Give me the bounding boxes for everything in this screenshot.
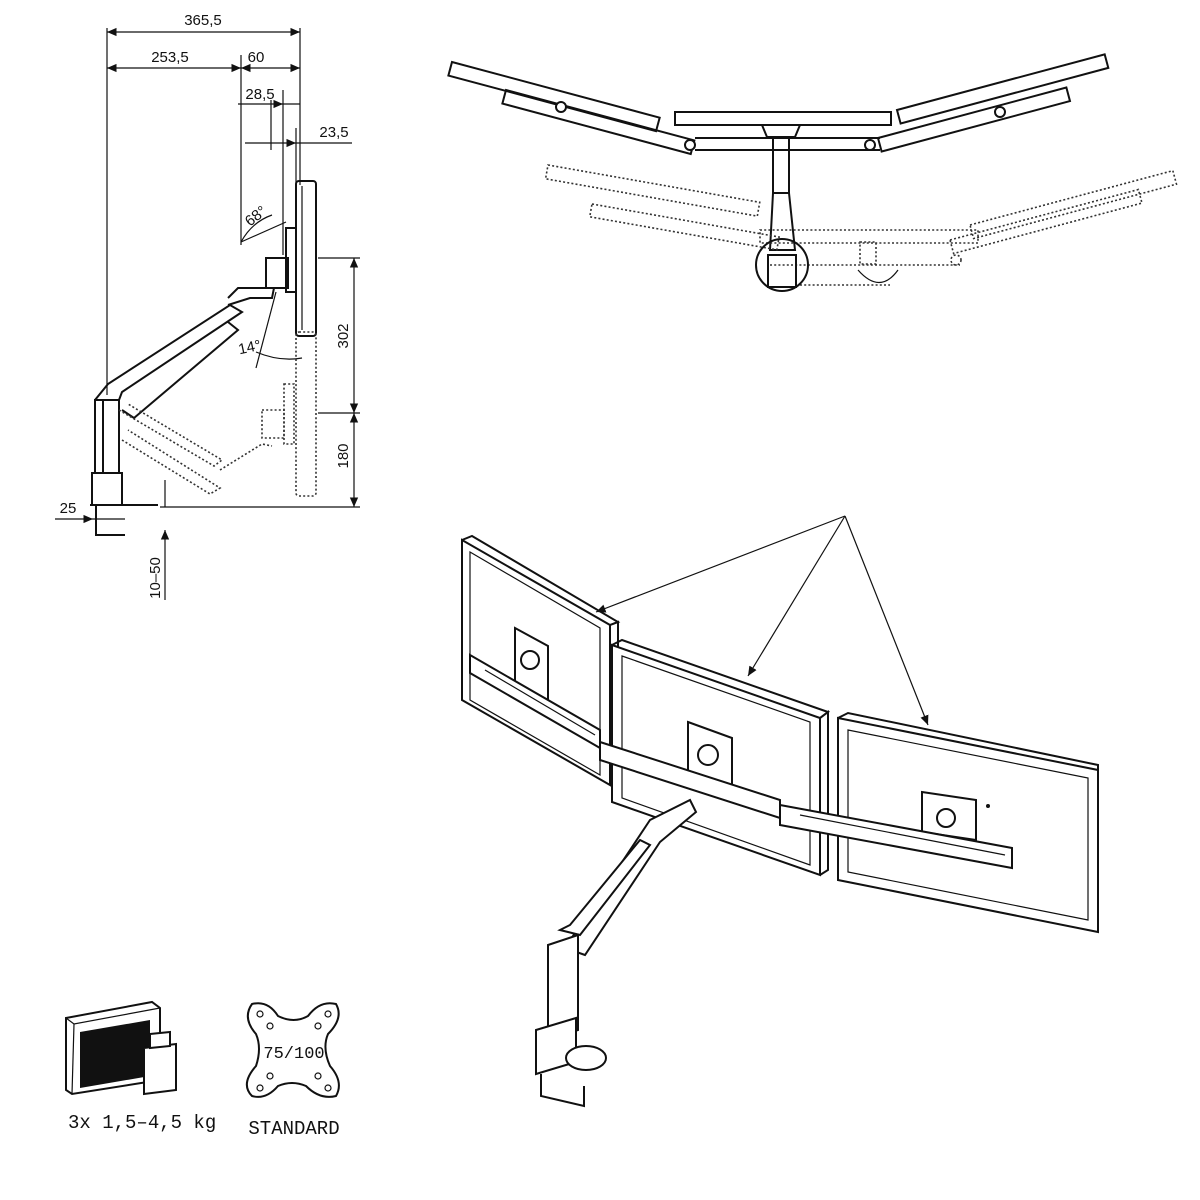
dim-pivot-width: 60 [241, 49, 300, 73]
dim-desk-thickness: 10–50 [147, 480, 170, 600]
vesa-sizes: 75/100 [263, 1045, 324, 1064]
angle-back: 14° [237, 291, 303, 369]
weight-badge: 3x 1,5–4,5 kg [65, 1000, 216, 1134]
svg-text:68°: 68° [242, 203, 270, 230]
side-view: 365,5 253,5 60 28,5 23,5 68° [55, 12, 360, 600]
svg-text:365,5: 365,5 [184, 12, 222, 29]
dim-base-to-pivot: 253,5 [107, 49, 241, 73]
svg-text:60: 60 [248, 49, 265, 66]
pointer-lines [595, 515, 929, 726]
arm-base-side [90, 399, 158, 536]
svg-text:14°: 14° [237, 337, 263, 358]
angle-tilt: 68° [240, 203, 287, 243]
top-view [447, 53, 1178, 292]
arm-side-raised [94, 180, 317, 420]
dim-height-down: 180 [335, 413, 359, 507]
vesa-badge: 75/100 STANDARD [245, 1002, 340, 1140]
svg-text:28,5: 28,5 [245, 86, 274, 103]
perspective-view [461, 515, 1099, 1108]
svg-text:10–50: 10–50 [147, 557, 164, 599]
svg-text:253,5: 253,5 [151, 49, 189, 66]
weight-label: 3x 1,5–4,5 kg [68, 1112, 216, 1134]
top-base [755, 238, 899, 292]
crossbar [469, 653, 1013, 870]
perspective-arm [535, 798, 698, 1108]
dim-screen-depth: 23,5 [245, 124, 352, 148]
svg-text:25: 25 [60, 500, 77, 517]
dim-head-offset: 28,5 [238, 86, 300, 109]
dim-overall-width: 365,5 [107, 12, 300, 37]
svg-text:180: 180 [335, 443, 352, 468]
top-monitors-raised [447, 53, 1110, 251]
dim-clamp-offset: 25 [55, 500, 125, 524]
svg-text:302: 302 [335, 323, 352, 348]
top-monitors-lowered [544, 164, 1178, 286]
vesa-plate-icon [245, 1002, 340, 1098]
dim-height-up: 302 [335, 258, 359, 413]
monitor-weight-icon [65, 1000, 177, 1096]
vesa-label: STANDARD [248, 1118, 339, 1140]
svg-text:23,5: 23,5 [319, 124, 348, 141]
monitor-left [461, 534, 621, 787]
arm-side-lowered [118, 331, 317, 497]
